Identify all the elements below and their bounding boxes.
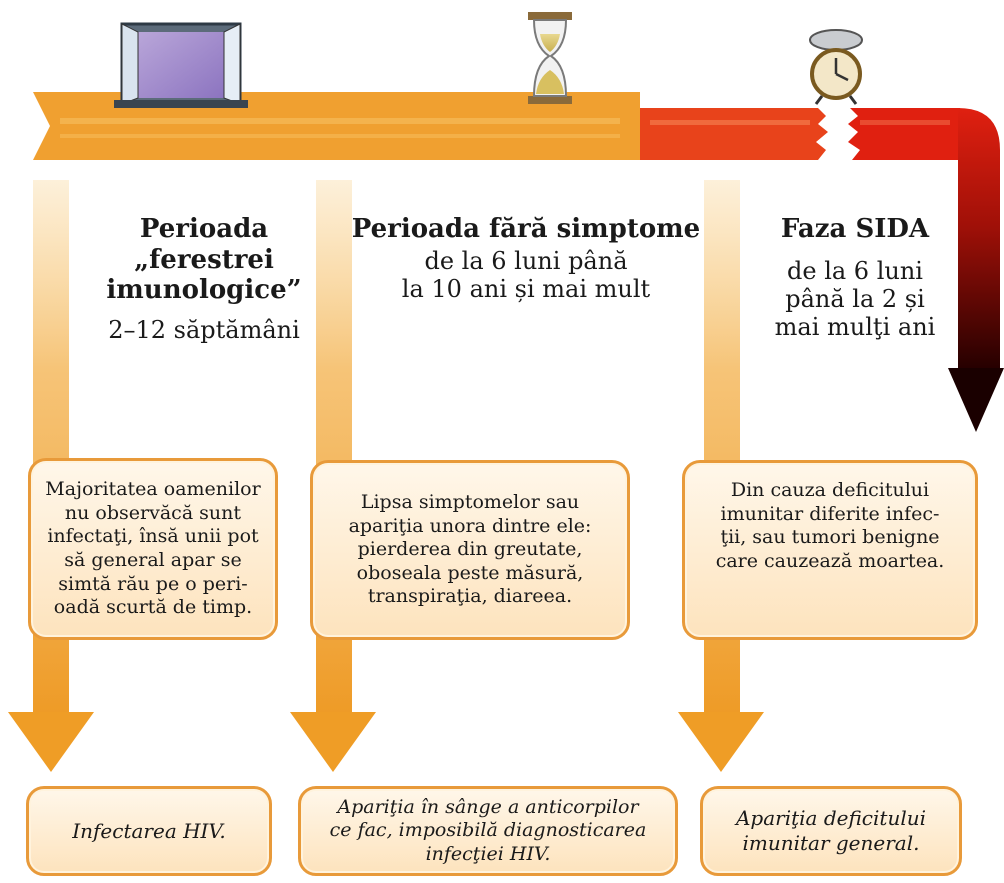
phase2-outcome-card: Apariţia în sânge a anticorpilor ce fac,… <box>298 786 678 876</box>
phase2-duration: de la 6 luni până la 10 ani și mai mult <box>401 246 651 303</box>
timeline-bar-red-right <box>848 108 960 160</box>
hourglass-icon <box>528 12 572 104</box>
alarm-clock-icon <box>809 29 863 105</box>
phase3-arrow-head <box>678 712 764 772</box>
phase1-title: Perioada „ferestrei imunologice” <box>106 214 302 306</box>
timeline-bar-curve <box>958 108 1000 370</box>
phase2-header: Perioada fără simptome de la 6 luni până… <box>346 214 706 303</box>
phase2-title: Perioada fără simptome <box>351 214 701 244</box>
final-arrow-head <box>948 368 1004 432</box>
phase1-outcome-card: Infectarea HIV. <box>26 786 272 876</box>
phase3-header: Faza SIDA de la 6 luni până la 2 și mai … <box>750 214 960 342</box>
phase1-header: Perioada „ferestrei imunologice” 2–12 să… <box>95 214 313 344</box>
phase1-description-card: Majoritatea oamenilor nu observăcă sunt … <box>28 458 278 640</box>
timeline-bar-red-left <box>640 108 828 160</box>
phase3-description-card: Din cauza deficitului imunitar diferite … <box>682 460 978 640</box>
phase1-duration: 2–12 săptămâni <box>108 316 300 345</box>
phase2-description-card: Lipsa simptomelor sau apariţia unora din… <box>310 460 630 640</box>
phase3-outcome-card: Apariţia deficitului imunitar general. <box>700 786 962 876</box>
timeline-bar-start <box>33 92 640 160</box>
phase3-duration: de la 6 luni până la 2 și mai mulţi ani <box>774 256 936 342</box>
phase1-arrow-head <box>8 712 94 772</box>
window-icon <box>114 22 248 108</box>
phase3-title: Faza SIDA <box>780 214 930 244</box>
phase2-arrow-head <box>290 712 376 772</box>
